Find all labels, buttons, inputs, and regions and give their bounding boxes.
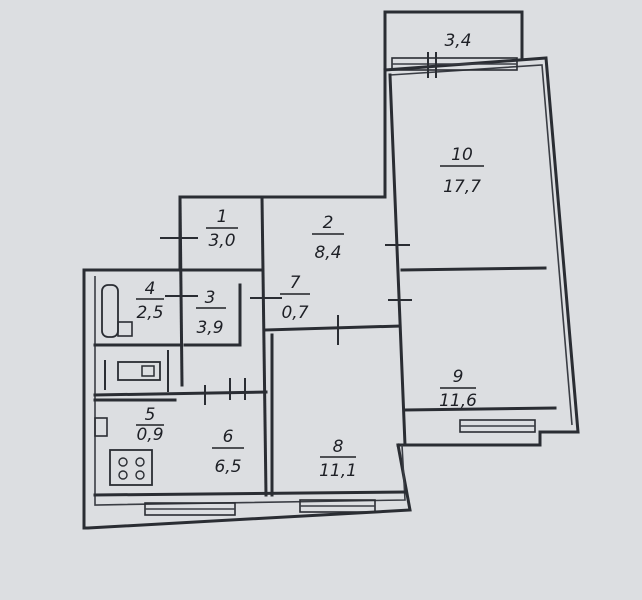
washbasin-icon	[117, 361, 161, 381]
room-3-area: 3,9	[196, 318, 223, 338]
room-6-label: 6 6,5	[212, 427, 244, 477]
room-3-label: 3 3,9	[196, 288, 226, 338]
room-1-label: 1 3,0	[206, 207, 238, 251]
room-2-number: 2	[323, 213, 334, 233]
toilet-icon	[117, 321, 133, 337]
windows	[144, 52, 536, 516]
door-marks	[104, 237, 412, 405]
room-5-area: 0,9	[136, 425, 163, 445]
room-balcony-area: 3,4	[444, 31, 471, 51]
room-9-label: 9 11,6	[439, 367, 477, 411]
stove-icon	[109, 449, 153, 486]
room-10-number: 10	[451, 145, 473, 165]
room-10-label: 10 17,7	[440, 145, 484, 197]
room-10-area: 17,7	[443, 177, 481, 197]
room-7-label: 7 0,7	[280, 273, 310, 323]
room-7-area: 0,7	[281, 303, 308, 323]
room-6-area: 6,5	[214, 457, 241, 477]
room-4-area: 2,5	[136, 303, 163, 323]
room-1-area: 3,0	[208, 231, 235, 251]
room-3-number: 3	[205, 288, 216, 308]
room-9-number: 9	[453, 367, 464, 387]
room-4-label: 4 2,5	[136, 279, 164, 323]
room-5-number: 5	[145, 405, 156, 425]
room-4-number: 4	[145, 279, 156, 299]
sink-icon	[94, 417, 108, 437]
room-8-number: 8	[333, 437, 344, 457]
room-2-area: 8,4	[314, 243, 341, 263]
inner-walls	[93, 73, 557, 497]
room-2-label: 2 8,4	[312, 213, 344, 263]
room-1-number: 1	[217, 207, 228, 227]
room-9-area: 11,6	[439, 391, 477, 411]
room-7-number: 7	[290, 273, 301, 293]
bathtub-icon	[101, 284, 119, 338]
room-balcony-label: 3,4	[444, 31, 471, 51]
outer-walls	[82, 10, 580, 530]
room-5-label: 5 0,9	[136, 405, 164, 445]
room-8-area: 11,1	[319, 461, 357, 481]
room-6-number: 6	[223, 427, 234, 447]
room-8-label: 8 11,1	[319, 437, 357, 481]
